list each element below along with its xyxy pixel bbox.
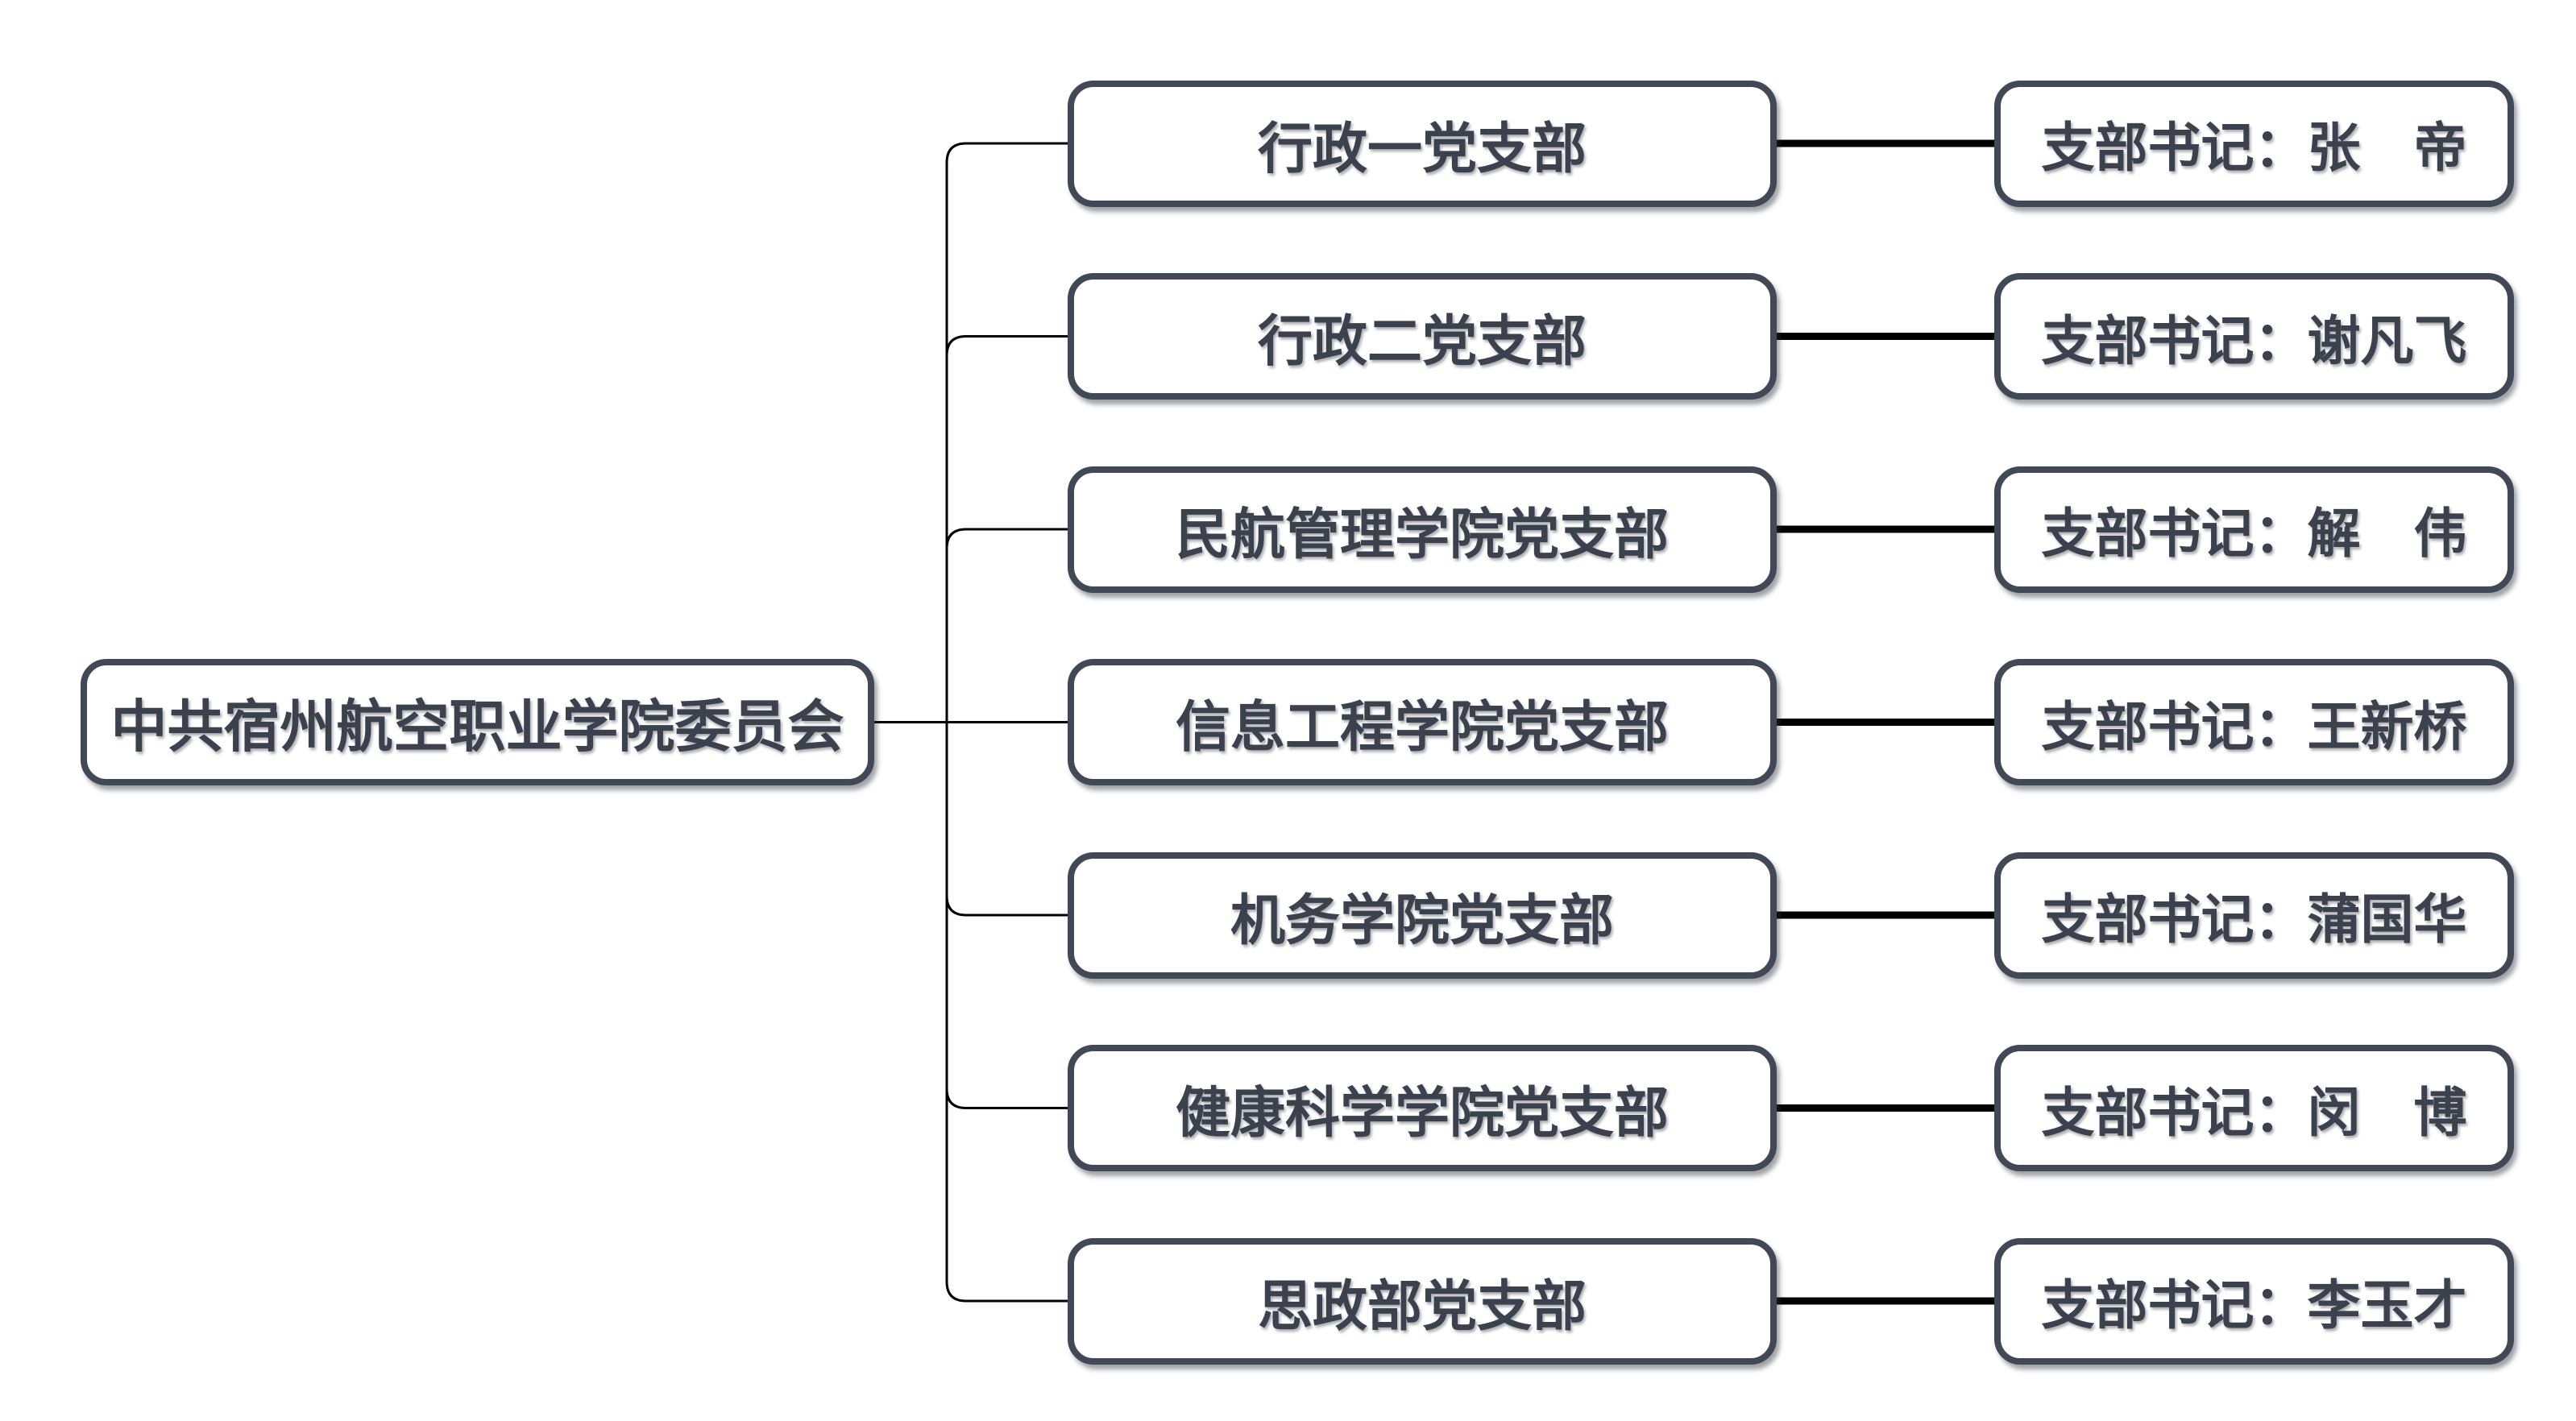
branch-box: 健康科学学院党支部: [1068, 1045, 1777, 1171]
secretary-label: 支部书记：王新桥: [2041, 698, 2467, 757]
secretary-box: 支部书记：解 伟: [1994, 466, 2514, 593]
secretary-box: 支部书记：张 帝: [1994, 80, 2514, 207]
root-committee-label: 中共宿州航空职业学院委员会: [110, 697, 844, 759]
secretary-label: 支部书记：闵 博: [2041, 1083, 2467, 1143]
branch-label: 民航管理学院党支部: [1175, 503, 1669, 566]
secretary-box: 支部书记：闵 博: [1994, 1045, 2514, 1171]
secretary-label: 支部书记：解 伟: [2041, 505, 2467, 564]
branch-label: 健康科学学院党支部: [1175, 1083, 1669, 1144]
secretary-box: 支部书记：王新桥: [1994, 659, 2514, 785]
branch-connector: [945, 335, 1068, 723]
secretary-label: 支部书记：蒲国华: [2041, 891, 2467, 950]
branch-label: 行政一党支部: [1257, 118, 1587, 180]
root-committee-box: 中共宿州航空职业学院委员会: [81, 659, 874, 785]
branch-box: 行政二党支部: [1068, 273, 1777, 400]
branch-box: 信息工程学院党支部: [1068, 659, 1777, 785]
branch-label: 机务学院党支部: [1230, 889, 1614, 951]
secretary-label: 支部书记：李玉才: [2041, 1277, 2467, 1336]
branch-connector: [945, 528, 1068, 723]
branch-label: 信息工程学院党支部: [1175, 697, 1669, 758]
branch-connector: [945, 722, 1068, 1303]
branch-label: 行政二党支部: [1257, 311, 1587, 372]
branch-connector: [945, 142, 1068, 723]
secretary-box: 支部书记：蒲国华: [1994, 851, 2514, 979]
branch-box: 行政一党支部: [1068, 80, 1777, 207]
branch-box: 民航管理学院党支部: [1068, 466, 1777, 593]
secretary-label: 支部书记：谢凡飞: [2041, 312, 2467, 371]
secretary-label: 支部书记：张 帝: [2041, 119, 2467, 178]
branch-box: 机务学院党支部: [1068, 851, 1777, 979]
branch-label: 思政部党支部: [1257, 1275, 1587, 1337]
branch-box: 思政部党支部: [1068, 1237, 1777, 1365]
secretary-box: 支部书记：谢凡飞: [1994, 273, 2514, 400]
secretary-box: 支部书记：李玉才: [1994, 1237, 2514, 1365]
branch-connector: [945, 722, 1068, 917]
